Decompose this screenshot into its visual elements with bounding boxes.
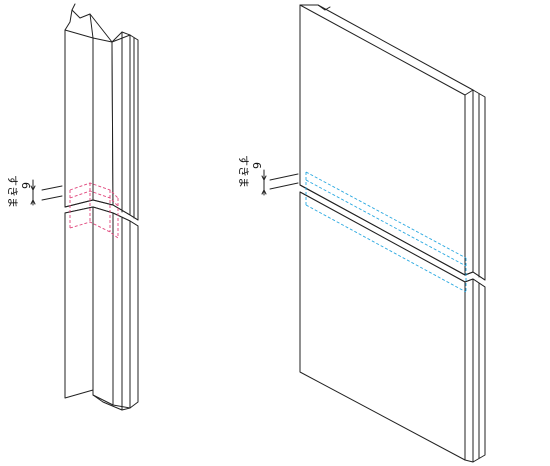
corner-gap-value: 6 — [19, 182, 32, 189]
corner-panel-lower — [64, 206, 139, 411]
corner-hidden-overlap — [69, 182, 119, 239]
wall-panel-lower — [299, 191, 486, 463]
corner-gap-label: すきま — [6, 175, 19, 208]
wall-gap-dimension — [261, 169, 299, 196]
corner-panel-upper — [64, 3, 139, 221]
wall-panel: すきま 6 — [237, 4, 486, 463]
wall-gap-value: 6 — [250, 162, 263, 169]
wall-gap-label: すきま — [237, 155, 250, 188]
corner-gap-dimension — [30, 179, 63, 206]
corner-panel: すきま 6 — [6, 3, 139, 411]
wall-hidden-overlap — [305, 171, 467, 293]
